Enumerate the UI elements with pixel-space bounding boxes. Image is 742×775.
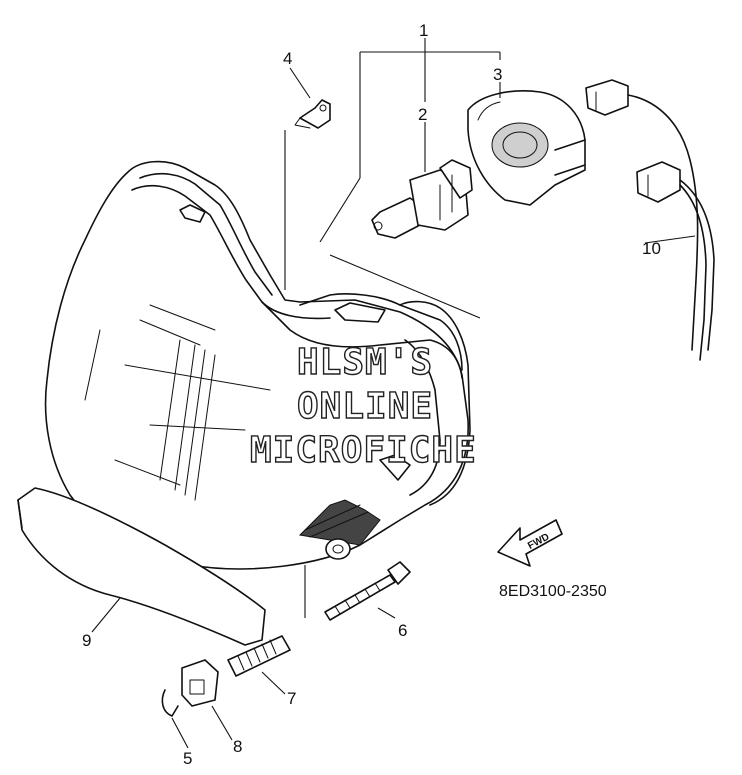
lower-trim-strip — [17, 487, 266, 646]
clip-nut — [181, 659, 219, 707]
callout-2: 2 — [418, 105, 427, 124]
watermark-line-3: MICROFICHE — [250, 430, 477, 471]
diagram-part-code: 8ED3100-2350 — [499, 583, 607, 600]
callout-8: 8 — [233, 737, 242, 756]
fwd-arrow: FWD — [497, 519, 563, 567]
headlight-housing — [44, 160, 471, 570]
callout-9: 9 — [82, 631, 91, 650]
callout-5: 5 — [183, 749, 192, 768]
headlight-bulb — [371, 159, 473, 239]
callout-4: 4 — [283, 49, 292, 68]
callout-10: 10 — [642, 239, 661, 258]
watermark-line-1: HLSM'S — [297, 342, 433, 383]
wiring-harness — [585, 79, 715, 361]
adjuster-screw — [324, 561, 411, 621]
cotter-pin — [161, 689, 179, 717]
watermark: HLSM'S ONLINE MICROFICHE — [249, 341, 477, 471]
callout-6: 6 — [398, 621, 407, 640]
mounting-pin — [294, 99, 331, 129]
callout-3: 3 — [493, 65, 502, 84]
leader-lines — [91, 38, 696, 749]
callout-1: 1 — [419, 21, 428, 40]
callout-labels: 1 2 3 4 5 6 7 8 9 10 — [82, 21, 661, 768]
socket-cover — [467, 90, 586, 206]
callout-7: 7 — [287, 689, 296, 708]
spring — [227, 635, 291, 677]
watermark-line-2: ONLINE — [297, 386, 433, 427]
